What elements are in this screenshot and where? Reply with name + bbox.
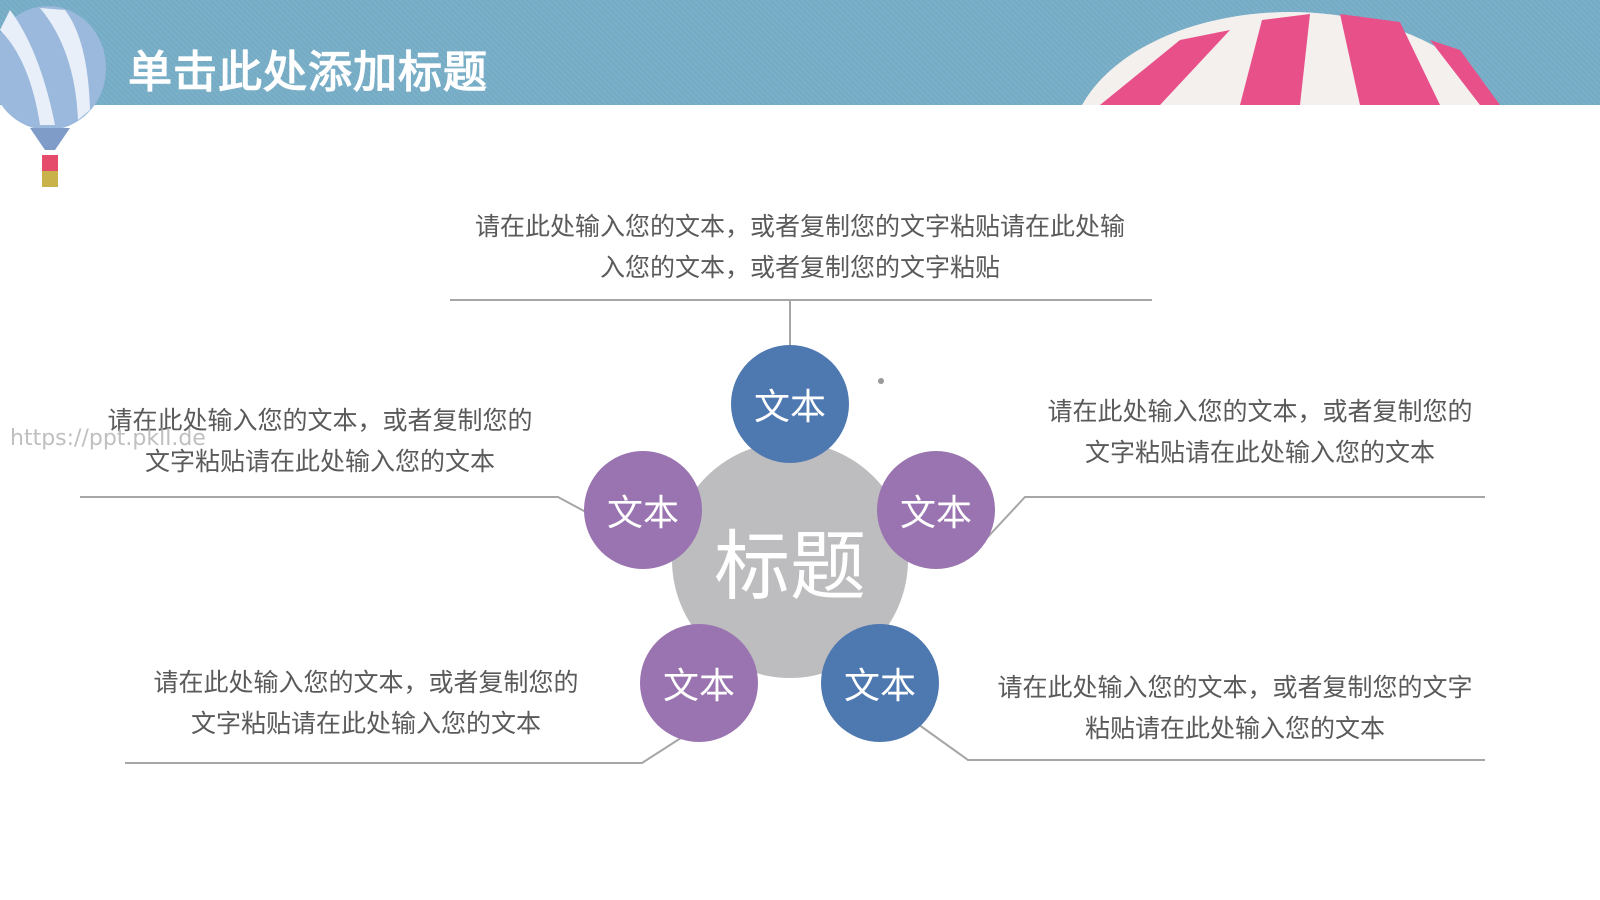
node-label: 文本 xyxy=(662,666,735,707)
center-label: 标题 xyxy=(714,522,866,611)
text-top[interactable]: 请在此处输入您的文本，或者复制您的文字粘贴请在此处输 入您的文本，或者复制您的文… xyxy=(450,206,1150,288)
text-line: 文字粘贴请在此处输入您的文本 xyxy=(190,709,541,738)
watermark: https://ppt.pkll.de xyxy=(10,426,206,451)
text-line: 请在此处输入您的文本，或者复制您的 xyxy=(1047,397,1473,426)
text-line: 入您的文本，或者复制您的文字粘贴 xyxy=(599,253,1000,282)
node-bottom-right: 文本 xyxy=(821,624,939,742)
text-left[interactable]: 请在此处输入您的文本，或者复制您的 文字粘贴请在此处输入您的文本 xyxy=(90,400,550,482)
pink-balloon-image xyxy=(1082,12,1500,105)
page-title[interactable]: 单击此处添加标题 xyxy=(128,47,488,98)
node-label: 文本 xyxy=(606,493,679,534)
text-bottom-left[interactable]: 请在此处输入您的文本，或者复制您的 文字粘贴请在此处输入您的文本 xyxy=(136,662,596,744)
text-line: 请在此处输入您的文本，或者复制您的文字粘贴请在此处输 xyxy=(474,212,1125,241)
node-bottom-left: 文本 xyxy=(640,624,758,742)
connector-right xyxy=(984,496,1485,541)
node-left: 文本 xyxy=(584,451,702,569)
blue-balloon-image xyxy=(0,6,106,187)
node-label: 文本 xyxy=(843,666,916,707)
node-right: 文本 xyxy=(877,451,995,569)
node-label: 文本 xyxy=(899,493,972,534)
node-label: 文本 xyxy=(753,387,826,428)
text-line: 请在此处输入您的文本，或者复制您的文字 xyxy=(997,673,1473,702)
dot xyxy=(878,378,884,384)
node-top: 文本 xyxy=(731,345,849,463)
text-right[interactable]: 请在此处输入您的文本，或者复制您的 文字粘贴请在此处输入您的文本 xyxy=(1030,391,1490,473)
text-line: 文字粘贴请在此处输入您的文本 xyxy=(144,447,495,476)
text-bottom-right[interactable]: 请在此处输入您的文本，或者复制您的文字 粘贴请在此处输入您的文本 xyxy=(980,667,1490,749)
connector-bottom-left xyxy=(125,726,699,764)
connector-left xyxy=(80,496,611,526)
text-line: 文字粘贴请在此处输入您的文本 xyxy=(1084,438,1435,467)
text-line: 粘贴请在此处输入您的文本 xyxy=(1084,714,1385,743)
text-line: 请在此处输入您的文本，或者复制您的 xyxy=(107,406,533,435)
connector-bottom-right xyxy=(914,721,1485,761)
text-line: 请在此处输入您的文本，或者复制您的 xyxy=(153,668,579,697)
